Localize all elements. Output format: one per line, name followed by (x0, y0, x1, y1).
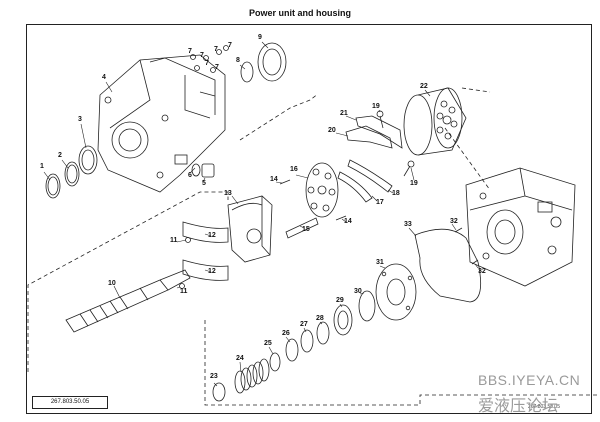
callout-7c: 7 (214, 46, 218, 53)
group-outline-top (239, 93, 319, 141)
pump-housing (97, 54, 226, 193)
part-5-plug (201, 163, 215, 178)
part-12-bearing-shell-upper (182, 221, 229, 243)
part-33-gasket (414, 228, 482, 303)
group-outline-lower (27, 191, 229, 372)
part-26-ring (285, 338, 299, 362)
callout-1: 1 (40, 163, 44, 170)
part-24-spring (234, 358, 270, 394)
callout-22: 22 (420, 83, 428, 90)
callout-33: 33 (404, 221, 412, 228)
callout-16: 16 (290, 166, 298, 173)
callout-30: 30 (354, 288, 362, 295)
diagram-title: Power unit and housing (249, 8, 351, 18)
diagram-frame (26, 24, 592, 414)
part-23-ring (212, 382, 226, 402)
callout-8: 8 (236, 57, 240, 64)
callout-17: 17 (376, 199, 384, 206)
callout-14a: 14 (270, 176, 278, 183)
part-1-circlip (45, 173, 61, 199)
part-25-ring (269, 352, 281, 372)
callout-28: 28 (316, 315, 324, 322)
callout-7a: 7 (188, 48, 192, 55)
callout-21: 21 (340, 110, 348, 117)
part-22-cylinder-block (403, 87, 467, 156)
callout-24: 24 (236, 355, 244, 362)
part-27-ring (300, 329, 314, 353)
part-9-bearing (257, 42, 287, 82)
callout-31: 31 (376, 259, 384, 266)
part-13-swashplate (227, 195, 273, 263)
callout-5: 5 (202, 180, 206, 187)
part-18-piece (347, 159, 393, 193)
callout-12b: 12 (208, 268, 216, 275)
callout-4: 4 (102, 74, 106, 81)
watermark-text: 爱液压论坛 (478, 396, 559, 415)
callout-6: 6 (188, 172, 192, 179)
part-12-bearing-shell-lower (182, 259, 229, 281)
port-plate-housing (465, 167, 576, 287)
part-28-ring (316, 321, 330, 345)
callout-19a: 19 (372, 103, 380, 110)
callout-19b: 19 (410, 180, 418, 187)
part-15-pin (285, 217, 319, 239)
part-31-plate (375, 263, 417, 321)
part-3-seal (78, 145, 98, 175)
callout-15: 15 (302, 226, 310, 233)
callout-18: 18 (392, 190, 400, 197)
part-17-piece (337, 171, 373, 203)
part-16-retainer-plate (305, 162, 339, 218)
callout-29: 29 (336, 297, 344, 304)
callout-13: 13 (224, 190, 232, 197)
drawing-number: 267.803.50.05 (32, 396, 108, 409)
callout-12a: 12 (208, 232, 216, 239)
part-21-piece (355, 115, 403, 149)
callout-20: 20 (328, 127, 336, 134)
callout-9: 9 (258, 34, 262, 41)
callout-3: 3 (78, 116, 82, 123)
part-20-piece (345, 125, 393, 149)
callout-32a: 32 (450, 218, 458, 225)
callout-7b: 7 (200, 52, 204, 59)
callout-26: 26 (282, 330, 290, 337)
callout-2: 2 (58, 152, 62, 159)
part-2-ring (64, 161, 80, 187)
callout-7e: 7 (205, 60, 209, 67)
callout-7d: 7 (228, 42, 232, 49)
callout-23: 23 (210, 373, 218, 380)
callout-10: 10 (108, 280, 116, 287)
callout-14b: 14 (344, 218, 352, 225)
watermark-url: BBS.IYEYA.CN (478, 372, 581, 388)
part-29-bearing (333, 304, 353, 336)
callout-11a: 11 (170, 237, 178, 244)
callout-25: 25 (264, 340, 272, 347)
callout-32b: 32 (478, 268, 486, 275)
part-10-drive-shaft (65, 269, 191, 333)
callout-7f: 7 (215, 64, 219, 71)
callout-27: 27 (300, 321, 308, 328)
drawing-number-right: 267.803.50.05 (528, 404, 560, 410)
group-outline-right (204, 320, 600, 406)
callout-11b: 11 (180, 288, 188, 295)
part-6-ring (191, 163, 201, 177)
part-8-ring (240, 61, 254, 83)
part-30-ring (358, 290, 376, 322)
